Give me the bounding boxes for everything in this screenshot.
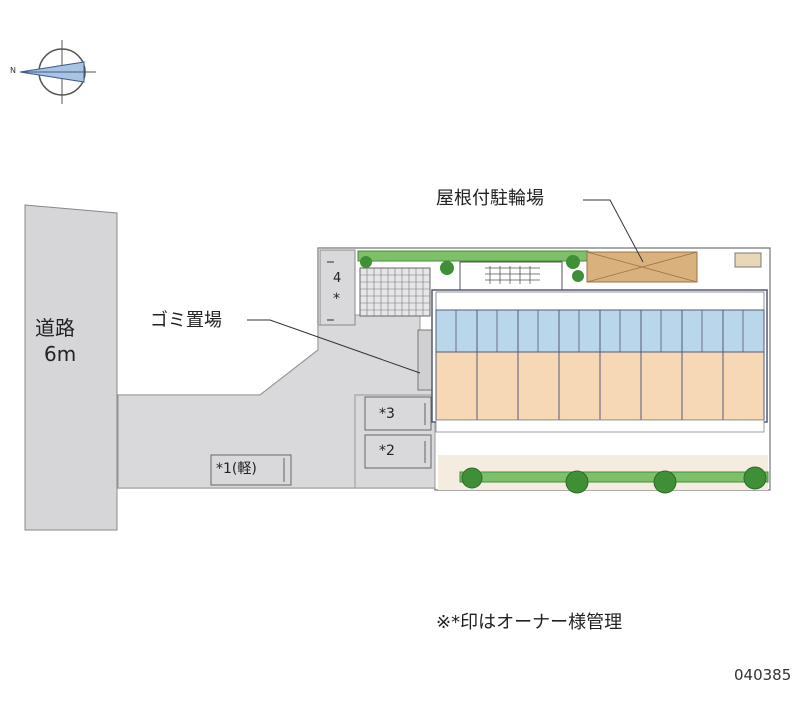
stair-area [459,261,563,291]
unit-row [435,309,765,421]
parking-spot-4-mark: * [333,291,340,307]
parking-spot-2-label: *2 [379,443,395,459]
parking-spot-3-label: *3 [379,406,395,422]
garbage-leader-line [247,319,421,374]
bike-parking-label: 屋根付駐輪場 [436,188,544,209]
hedge-top [357,250,589,262]
parking-spot-2-box [364,434,432,469]
unit [517,309,560,421]
road-width-label: 6m [44,342,77,366]
garbage-box [417,329,433,391]
hedge-bottom [459,471,769,483]
unit [722,309,765,421]
unit [476,309,519,421]
parking-spot-1-label: *1(軽) [216,461,257,477]
unit [558,309,601,421]
unit [640,309,683,421]
parking-spot-4-number: 4 [333,271,342,286]
garbage-label: ゴミ置場 [150,310,222,331]
tree-icons [461,466,767,494]
unit [435,309,478,421]
road-name-label: 道路 [35,316,75,340]
balcony-strip [435,419,765,433]
unit [681,309,724,421]
bike-leader-line [583,199,644,263]
road [24,204,118,531]
parking-spot-3-box [364,396,432,431]
garbage-area-grid [359,267,431,317]
property-code: 040385 [734,666,792,684]
compass-icon [19,40,96,104]
corridor [435,291,765,311]
owner-managed-note: ※*印はオーナー様管理 [436,612,623,633]
parking-spot-1-box [210,454,292,486]
parking-spot-4-box [319,249,356,326]
shrub-icons [360,255,584,282]
compass-north-letter: N [10,66,16,75]
unit [599,309,642,421]
